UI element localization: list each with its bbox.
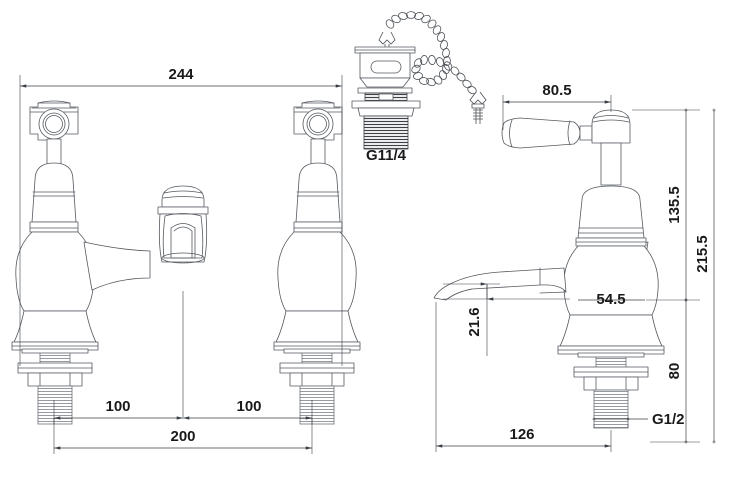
- right-lower-thread: [299, 385, 335, 425]
- left-body: [15, 231, 95, 312]
- side-spindle: [600, 142, 622, 186]
- dim-135-5-label: 135.5: [666, 186, 683, 224]
- left-bonnet: [31, 162, 77, 223]
- left-hex-nut: [27, 372, 83, 387]
- dim-21-6-label: 21.6: [466, 307, 483, 336]
- right-washer-top: [283, 348, 351, 354]
- chain: [378, 11, 487, 124]
- waste-thread-label: G11/4: [366, 147, 407, 164]
- right-base-skirt: [273, 310, 361, 351]
- side-hex-nut: [583, 376, 639, 391]
- left-washer-top: [21, 348, 89, 354]
- waste-thread-section: [363, 115, 409, 150]
- side-washer-top: [577, 352, 645, 358]
- lever-handle: [501, 117, 581, 149]
- dim-54-5-label: 54.5: [596, 291, 625, 308]
- waste-plug-assembly-group: G11/4: [351, 11, 487, 164]
- tap-thread-label: G1/2: [652, 411, 685, 428]
- waste-plug-body: [354, 46, 416, 94]
- dim-100-left-label: 100: [105, 398, 130, 415]
- side-base-skirt: [557, 314, 665, 355]
- right-body: [277, 231, 357, 312]
- right-bonnet: [295, 162, 341, 223]
- dim-80-label: 80: [666, 363, 683, 380]
- dim-80-5-label: 80.5: [542, 82, 571, 99]
- dimension-54-5: 54.5: [578, 291, 645, 308]
- dimension-126: 126: [435, 302, 612, 452]
- dimension-244: 244: [19, 66, 343, 366]
- lever-neck: [579, 125, 593, 141]
- side-elevation-group: [433, 109, 665, 429]
- dim-200-label: 200: [170, 428, 195, 445]
- dimension-vertical-stack: 135.5 80 215.5: [632, 108, 716, 444]
- front-elevation-group: [11, 100, 649, 425]
- dim-126-label: 126: [509, 426, 534, 443]
- right-hex-nut: [289, 372, 345, 387]
- dimension-80-5: 80.5: [502, 82, 612, 130]
- left-base-skirt: [11, 310, 99, 351]
- side-upper-bell: [577, 185, 645, 239]
- left-collar: [29, 221, 79, 233]
- right-tap-assembly: [273, 100, 361, 425]
- left-crosshead-handle: [29, 100, 79, 141]
- side-lower-thread: [593, 389, 629, 429]
- dimension-100-100: 100 100: [53, 398, 313, 424]
- dimension-21-6: 21.6: [443, 282, 570, 356]
- right-crosshead-handle: [293, 100, 343, 141]
- waste-flange-body: [351, 92, 421, 150]
- left-tap-assembly: [11, 100, 99, 425]
- dimension-200: 200: [53, 418, 313, 454]
- right-collar: [293, 221, 343, 233]
- side-bonnet: [591, 109, 631, 144]
- dim-100-right-label: 100: [236, 398, 261, 415]
- dim-215-5-label: 215.5: [694, 235, 711, 273]
- dim-244-label: 244: [168, 66, 194, 83]
- central-spout-hub: [157, 185, 209, 264]
- dimension-g12: G1/2: [592, 411, 685, 428]
